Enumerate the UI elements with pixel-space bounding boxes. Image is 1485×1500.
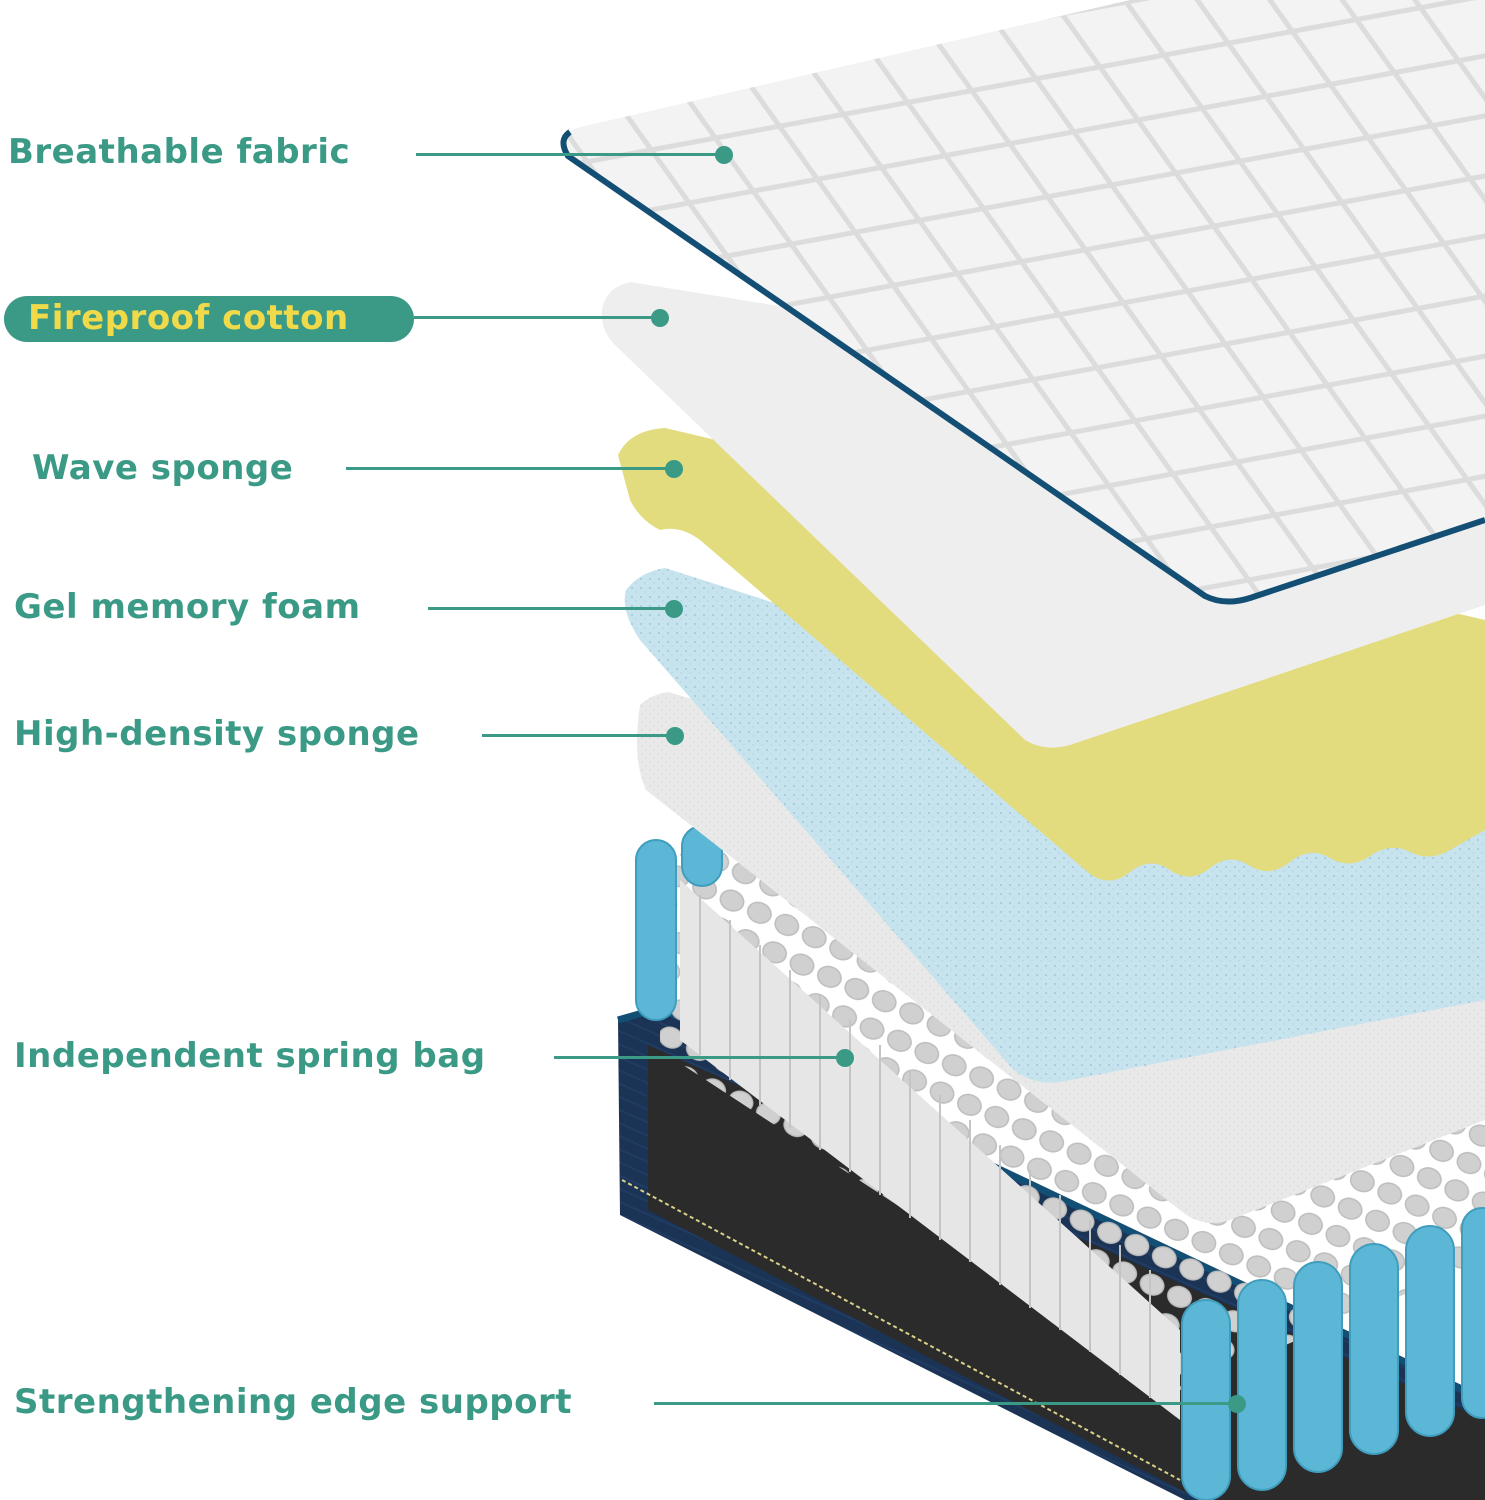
label-gel-memory-foam: Gel memory foam — [14, 587, 361, 627]
connector-gel-memory-foam — [428, 607, 672, 610]
fabric-trim — [560, 129, 1485, 605]
label-independent-spring-bag: Independent spring bag — [14, 1036, 486, 1076]
marker-dot-strengthening-edge-support — [1228, 1395, 1246, 1413]
marker-dot-high-density-sponge — [666, 727, 684, 745]
marker-dot-fireproof-cotton — [651, 309, 669, 327]
marker-dot-wave-sponge — [665, 460, 683, 478]
label-high-density-sponge: High-density sponge — [14, 714, 420, 754]
connector-fireproof-cotton — [414, 316, 658, 319]
connector-wave-sponge — [346, 467, 672, 470]
label-breathable-fabric: Breathable fabric — [8, 132, 351, 172]
label-strengthening-edge-support: Strengthening edge support — [14, 1382, 572, 1422]
connector-high-density-sponge — [482, 734, 674, 737]
marker-dot-independent-spring-bag — [836, 1049, 854, 1067]
connector-independent-spring-bag — [554, 1056, 844, 1059]
connector-strengthening-edge-support — [654, 1402, 1236, 1405]
highlight-pill — [4, 296, 414, 342]
marker-dot-breathable-fabric — [715, 146, 733, 164]
label-fireproof-cotton: Fireproof cotton — [28, 298, 349, 338]
label-wave-sponge: Wave sponge — [32, 448, 294, 488]
connector-breathable-fabric — [416, 153, 722, 156]
marker-dot-gel-memory-foam — [665, 600, 683, 618]
